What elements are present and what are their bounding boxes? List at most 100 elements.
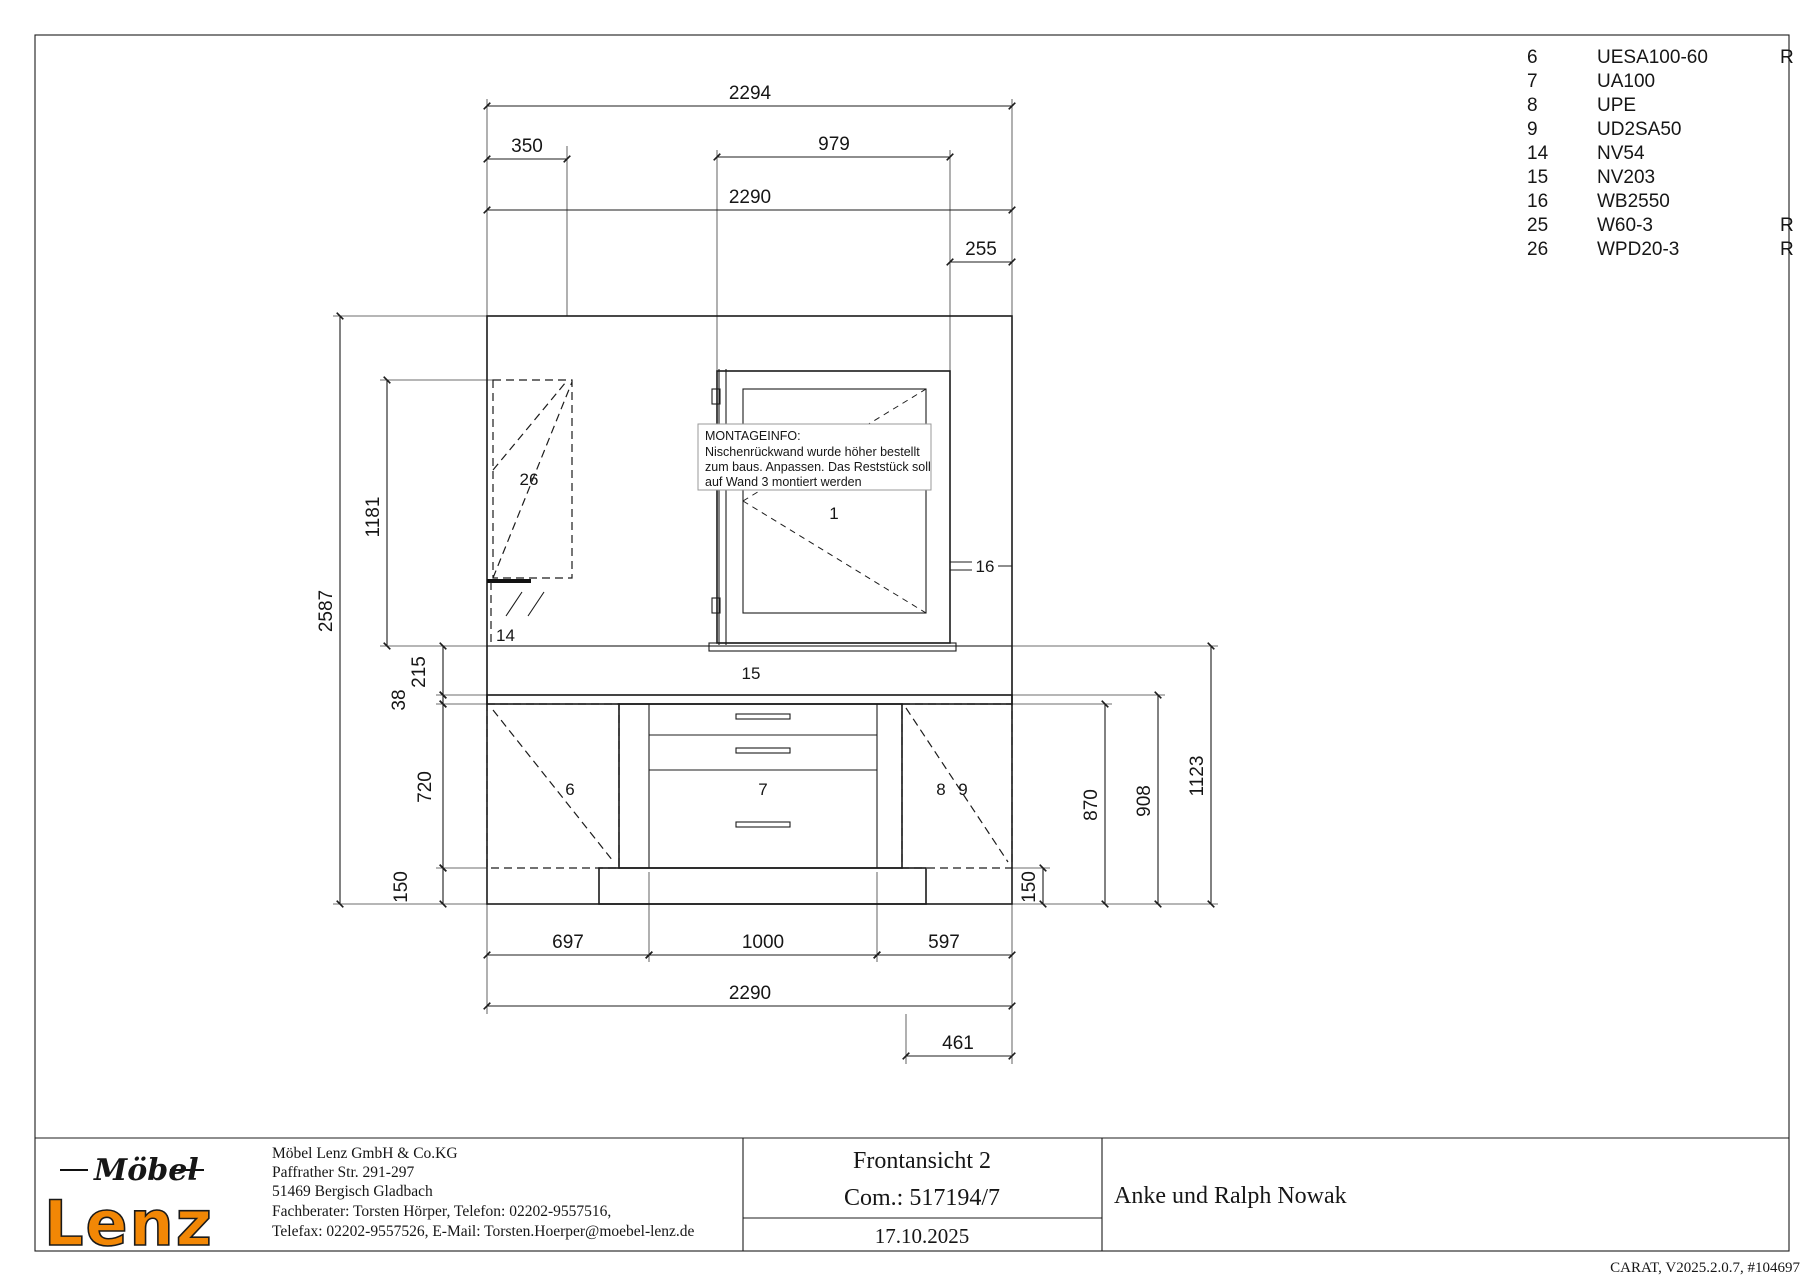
part-code: UD2SA50 bbox=[1597, 119, 1682, 140]
drawer-handle-3 bbox=[735, 821, 791, 828]
wall-elevation: 26 14 1 16 15 bbox=[486, 315, 1013, 905]
view-info: Frontansicht 2 Com.: 517194/7 17.10.2025 bbox=[844, 1148, 1000, 1248]
part-num: 15 bbox=[1527, 167, 1548, 188]
left-dimensions: 2587 1181 215 38 720 150 bbox=[316, 312, 493, 908]
drawing-date: 17.10.2025 bbox=[875, 1224, 970, 1248]
label-filler: 8 bbox=[936, 780, 945, 799]
shelf-16: 16 bbox=[950, 557, 1012, 576]
part-num: 9 bbox=[1527, 119, 1538, 140]
dim-plinth-left: 150 bbox=[391, 871, 412, 903]
dim-corner-offset: 255 bbox=[965, 239, 997, 260]
montage-info-line1: Nischenrückwand wurde höher bestellt bbox=[705, 445, 920, 459]
view-title: Frontansicht 2 bbox=[853, 1148, 991, 1174]
extension-lines bbox=[333, 315, 493, 905]
title-block-lines bbox=[35, 1137, 1789, 1251]
label-base-unit: 9 bbox=[958, 780, 967, 799]
part-flag: R bbox=[1780, 215, 1794, 236]
part-num: 16 bbox=[1527, 191, 1548, 212]
dim-niche-total: 1123 bbox=[1187, 756, 1208, 797]
window-sill bbox=[708, 642, 957, 652]
label-drawer-unit: 7 bbox=[758, 780, 767, 799]
logo-main-text: Lenz bbox=[44, 1187, 214, 1260]
bottom-dimensions: 697 1000 597 2290 461 bbox=[483, 872, 1016, 1064]
worktop bbox=[486, 694, 1013, 705]
montage-info-title: MONTAGEINFO: bbox=[705, 429, 801, 443]
part-flag: R bbox=[1780, 47, 1794, 68]
wall-panel-diagonals bbox=[492, 381, 573, 579]
dim-wall-height: 2587 bbox=[316, 590, 337, 632]
window-hinge-bottom bbox=[711, 597, 721, 614]
dim-plinth-right: 150 bbox=[1019, 871, 1040, 903]
plinth bbox=[598, 867, 927, 905]
montage-info-border bbox=[697, 423, 932, 491]
sheet-border bbox=[34, 34, 1790, 1252]
part-num: 26 bbox=[1527, 239, 1548, 260]
montage-info-box: MONTAGEINFO: Nischenrückwand wurde höher… bbox=[697, 423, 932, 491]
company-info: Möbel Lenz GmbH & Co.KG Paffrather Str. … bbox=[272, 1145, 695, 1240]
window-opening-lines bbox=[742, 388, 927, 614]
part-code: UESA100-60 bbox=[1597, 47, 1708, 68]
part-num: 8 bbox=[1527, 95, 1538, 116]
label-wall-panel: 26 bbox=[520, 470, 539, 489]
commission-number: Com.: 517194/7 bbox=[844, 1185, 1000, 1211]
corner-unit-diagonal bbox=[492, 709, 614, 862]
dim-niche-height: 215 bbox=[409, 656, 430, 688]
dim-panel-width: 350 bbox=[511, 136, 543, 157]
niche-back-panel: 15 bbox=[486, 645, 1013, 696]
dim-upper-height: 1181 bbox=[363, 497, 384, 538]
extension-lines bbox=[486, 99, 1013, 371]
base-units-8-9: 8 9 bbox=[901, 703, 1013, 869]
label-niche-panel: 15 bbox=[742, 664, 761, 683]
part-code: UA100 bbox=[1597, 71, 1655, 92]
dim-top-width: 2294 bbox=[729, 83, 772, 104]
part-num: 6 bbox=[1527, 47, 1538, 68]
extension-lines bbox=[1012, 645, 1218, 905]
company-logo: Möbel Lenz bbox=[43, 1153, 214, 1261]
base-unit-outline bbox=[901, 703, 1013, 869]
dim-bottom-left: 697 bbox=[552, 932, 584, 953]
company-contact: Fachberater: Torsten Hörper, Telefon: 02… bbox=[272, 1203, 611, 1220]
drawer-divisions bbox=[648, 704, 878, 868]
window-side-profile bbox=[718, 369, 727, 645]
break-marks bbox=[505, 591, 545, 617]
title-block: Möbel Lenz Möbel Lenz GmbH & Co.KG Paffr… bbox=[35, 1137, 1789, 1261]
part-num: 25 bbox=[1527, 215, 1548, 236]
window: 1 bbox=[708, 369, 957, 652]
parts-list: 6 UESA100-60 R 7 UA100 8 UPE 9 UD2SA50 1… bbox=[1527, 47, 1794, 260]
software-version: CARAT, V2025.2.0.7, #104697 bbox=[1610, 1260, 1800, 1276]
part-code: WB2550 bbox=[1597, 191, 1670, 212]
part-num: 14 bbox=[1527, 143, 1549, 164]
corner-unit-6: 6 bbox=[486, 703, 620, 869]
window-inner-frame bbox=[742, 388, 927, 614]
company-city: 51469 Bergisch Gladbach bbox=[272, 1183, 433, 1200]
part-code: NV54 bbox=[1597, 143, 1645, 164]
part-code: W60-3 bbox=[1597, 215, 1653, 236]
dim-bottom-offset: 461 bbox=[942, 1033, 974, 1054]
wall-outline bbox=[486, 315, 1013, 905]
dim-window-width: 979 bbox=[818, 134, 850, 155]
part-code: NV203 bbox=[1597, 167, 1655, 188]
drawer-handle-1 bbox=[735, 713, 791, 720]
dim-base-height: 720 bbox=[415, 771, 436, 803]
wall-panel-26: 26 bbox=[492, 379, 573, 579]
part-code: UPE bbox=[1597, 95, 1636, 116]
window-hinge-top bbox=[711, 388, 721, 405]
extension-lines bbox=[486, 872, 1013, 1064]
label-corner-unit: 6 bbox=[565, 780, 574, 799]
dim-cabinet-width: 1000 bbox=[742, 932, 784, 953]
customer-name: Anke und Ralph Nowak bbox=[1114, 1183, 1347, 1209]
montage-info-line2: zum baus. Anpassen. Das Reststück soll bbox=[705, 460, 931, 474]
dim-bottom-right: 597 bbox=[928, 932, 960, 953]
dim-wall-width-bottom: 2290 bbox=[729, 983, 771, 1004]
label-window: 1 bbox=[829, 504, 838, 523]
montage-info-line3: auf Wand 3 montiert werden bbox=[705, 475, 862, 489]
company-street: Paffrather Str. 291-297 bbox=[272, 1164, 414, 1181]
drawer-handle-2 bbox=[735, 747, 791, 754]
drawer-unit-7: 7 bbox=[618, 703, 903, 869]
company-fax-mail: Telefax: 02202-9557526, E-Mail: Torsten.… bbox=[272, 1223, 695, 1240]
label-nv54: 14 bbox=[496, 626, 515, 645]
right-dimensions: 150 870 908 1123 bbox=[1012, 642, 1218, 908]
top-dimensions: 2294 350 979 2290 255 bbox=[483, 83, 1016, 371]
dim-base-total: 870 bbox=[1081, 789, 1102, 821]
